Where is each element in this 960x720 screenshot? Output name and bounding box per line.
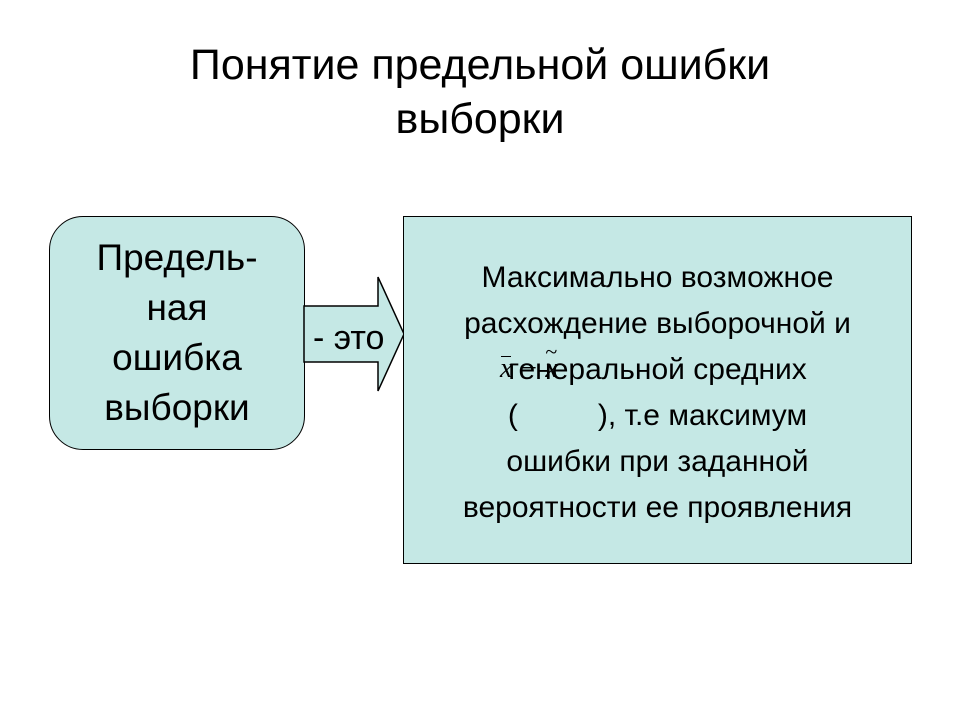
term-line-2: ная xyxy=(146,287,208,328)
term-text: Предель- ная ошибка выборки xyxy=(96,233,257,433)
slide-title-line-1: Понятие предельной ошибки xyxy=(189,41,771,89)
definition-line-1: Максимально возможное xyxy=(481,261,834,294)
definition-text: Максимально возможное расхождение выборо… xyxy=(404,255,911,531)
definition-line-4: ( ), т.е максимум xyxy=(404,393,911,439)
term-line-3: ошибка xyxy=(112,337,242,378)
definition-line-5: ошибки при заданной xyxy=(506,445,809,478)
formula-sample-mean: x xyxy=(500,353,513,384)
term-line-1: Предель- xyxy=(96,237,258,278)
definition-paren-close: ), т.е максимум xyxy=(597,399,808,432)
error-formula: x − x xyxy=(500,337,558,384)
formula-general-mean: x xyxy=(545,337,557,384)
term-box: Предель- ная ошибка выборки xyxy=(49,216,305,450)
definition-paren-open: ( xyxy=(507,399,518,432)
slide-title-line-2: выборки xyxy=(395,95,565,143)
definition-line-3: генеральной средних xyxy=(508,353,807,386)
formula-operator: − xyxy=(519,353,539,384)
definition-line-6: вероятности ее проявления xyxy=(462,491,853,524)
connector-label: - это xyxy=(313,319,385,357)
slide-title: Понятие предельной ошибки выборки xyxy=(80,38,880,146)
definition-box: Максимально возможное расхождение выборо… xyxy=(403,216,912,564)
definition-line-2: расхождение выборочной и xyxy=(464,307,851,340)
term-line-4: выборки xyxy=(104,387,250,428)
